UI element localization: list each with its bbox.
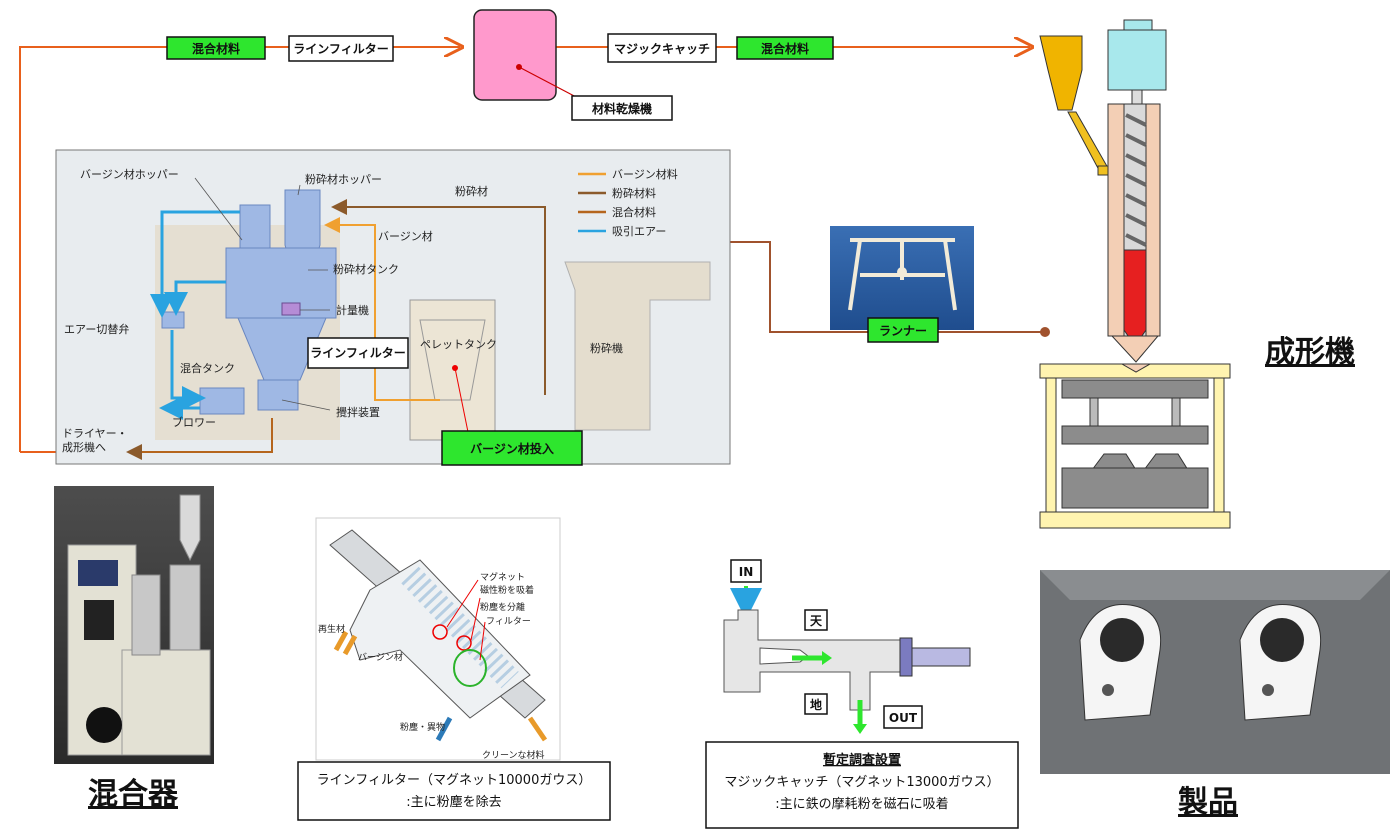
blower-label: ブロワー [172,415,216,429]
svg-text:ランナー: ランナー [879,324,927,338]
mc-in-label: IN [739,565,754,579]
product-photo [1040,570,1390,774]
magic-catch-label: マジックキャッチ [607,33,717,63]
runner-photo [830,226,974,330]
runner-label: ランナー [867,317,939,343]
agitator-label: 攪拌装置 [336,405,380,419]
virgin-input-label: バージン材投入 [470,441,554,456]
mixer-diagram: バージン材ホッパー 粉砕材ホッパー 粉砕材 バージン材 粉砕材タンク 計量機 エ… [55,149,731,466]
legend-virgin: バージン材料 [612,167,678,181]
molding-machine-illustration [1039,19,1231,529]
dryer-label: 材料乾燥機 [591,101,652,116]
magnet-label: マグネット [480,571,525,583]
regrind-hopper-label: 粉砕材ホッパー [305,172,382,186]
product-title: 製品 [1178,785,1238,820]
magnetic-powder-label: 磁性粉を吸着 [480,584,534,596]
mixer-photo [54,486,214,764]
molding-machine-title: 成形機 [1265,335,1355,370]
legend-air: 吸引エアー [612,224,666,238]
line-filter-caption-2: :主に粉塵を除去 [406,795,501,810]
screw [1125,113,1147,247]
mc-caption-2: :主に鉄の摩耗粉を磁石に吸着 [775,796,948,812]
svg-text:ラインフィルター: ラインフィルター [293,42,388,56]
pellet-tank-label: ペレットタンク [420,338,497,351]
dryer: 材料乾燥機 [473,9,673,121]
mixer-legend: バージン材料 粉砕材料 混合材料 吸引エアー [578,167,678,238]
dust-label: 粉塵・異物 [400,721,445,733]
magic-catch-detail: IN 天 地 OUT 暫定調査設置 マジックキャッチ（マグネット13000ガウス… [705,559,1019,829]
line-filter-detail: マグネット 磁性粉を吸着 粉塵を分離 フィルター 再生材 バージン材 粉塵・異物… [297,517,611,821]
line-filter-caption-1: ラインフィルター（マグネット10000ガウス） [317,773,592,788]
mc-out-label: OUT [889,711,918,725]
meter-label: 計量機 [336,303,369,317]
mc-caption-1: マジックキャッチ（マグネット13000ガウス） [724,775,999,790]
air-valve-label: エアー切替弁 [64,322,129,336]
recycled-label: 再生材 [318,623,345,635]
mixed-material-label-1: 混合材料 [166,36,266,60]
separate-dust-label: 粉塵を分離 [480,601,525,613]
mc-bottom-label: 地 [810,697,822,712]
svg-text:混合材料: 混合材料 [761,41,809,56]
filter-label: フィルター [486,616,531,627]
mc-caption-title: 暫定調査設置 [823,752,901,768]
to-dryer-label-2: 成形機へ [62,440,106,454]
virgin-label: バージン材 [378,229,433,243]
legend-mixed: 混合材料 [612,205,656,219]
legend-regrind: 粉砕材料 [612,186,656,200]
svg-text:マジックキャッチ: マジックキャッチ [614,42,710,56]
line-filter-label: ラインフィルター [288,35,394,62]
virgin-hopper-label: バージン材ホッパー [80,167,179,181]
crusher-label: 粉砕機 [590,341,623,355]
mc-top-label: 天 [810,614,823,628]
mixed-material-label-2: 混合材料 [736,36,834,60]
regrind-tank-label: 粉砕材タンク [333,262,399,276]
mixer-title: 混合器 [88,777,179,812]
mixer-line-filter-label: ラインフィルター [310,346,405,360]
svg-text:混合材料: 混合材料 [192,41,240,56]
regrind-label: 粉砕材 [455,184,488,198]
mix-tank-label: 混合タンク [180,361,235,375]
to-dryer-label-1: ドライヤー・ [62,427,128,440]
clean-label: クリーンな材料 [482,749,545,761]
lf-virgin-label: バージン材 [358,651,403,663]
